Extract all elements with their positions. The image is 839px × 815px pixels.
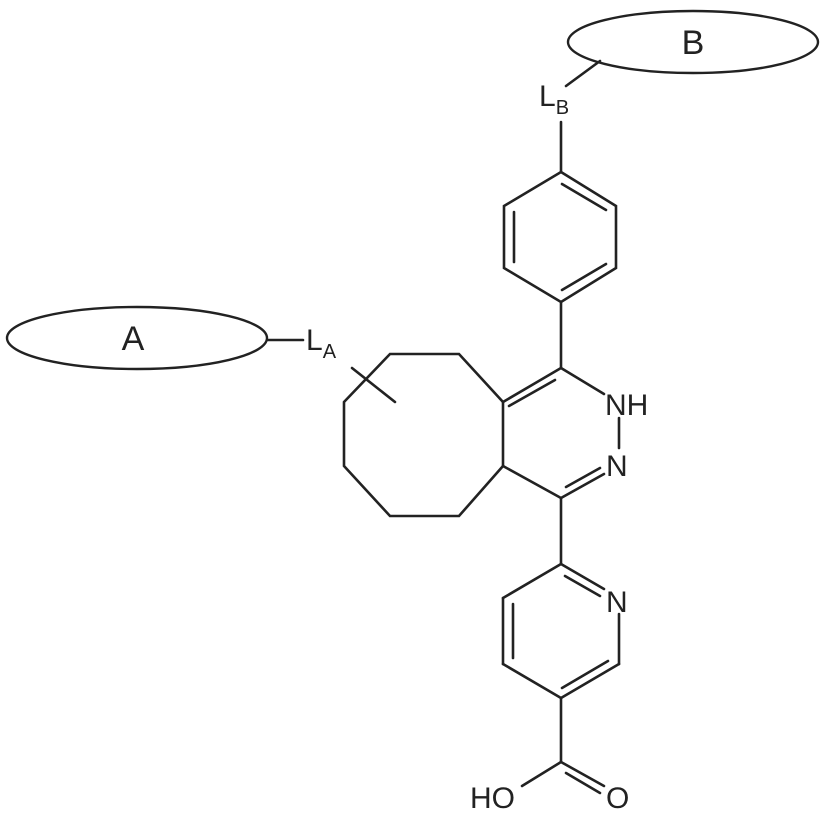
atom-o-label: O (606, 782, 629, 815)
pyridazine-bond-c3-c4 (503, 368, 561, 402)
linker-lb-label: LB (539, 80, 569, 119)
linker-lb-main: L (539, 80, 556, 113)
group-a-label: A (122, 320, 145, 358)
atom-n-pyridazine-label: N (606, 450, 628, 483)
linker-lb-subscript: B (556, 97, 569, 119)
pyridine-ring (503, 564, 619, 698)
atom-ho-label: HO (470, 782, 515, 815)
bond-b-to-lb (566, 61, 600, 86)
phenyl-ring (504, 172, 616, 302)
pyridine-bond-c6-c5 (561, 664, 619, 698)
linker-la-subscript: A (323, 341, 337, 363)
linker-la-label: LA (306, 324, 337, 363)
pyridazine-bond-n2-c3 (561, 368, 604, 394)
group-b-label: B (682, 24, 705, 62)
atom-nh-label: NH (605, 389, 648, 422)
pyridine-bond-c5-c4 (503, 664, 561, 698)
atom-n-pyridine-label: N (606, 586, 628, 619)
pyridazine-ring (503, 368, 619, 498)
pyridine-bond-c3-c2 (503, 564, 561, 598)
bond-carboxyl-to-oh (522, 762, 561, 786)
cyclooctane-ring (344, 354, 503, 516)
pyridazine-bond-c5-c6 (503, 466, 561, 498)
pyridine-double-bond-c2-n (565, 576, 600, 596)
linker-la-main: L (306, 324, 323, 357)
phenyl-ring-outline (504, 172, 616, 302)
pyridazine-double-bond-c6-n1 (566, 468, 600, 487)
bond-la-to-ring (352, 368, 395, 402)
double-bond-carboxyl-to-o (566, 773, 600, 793)
carboxylic-acid-group (522, 698, 604, 793)
